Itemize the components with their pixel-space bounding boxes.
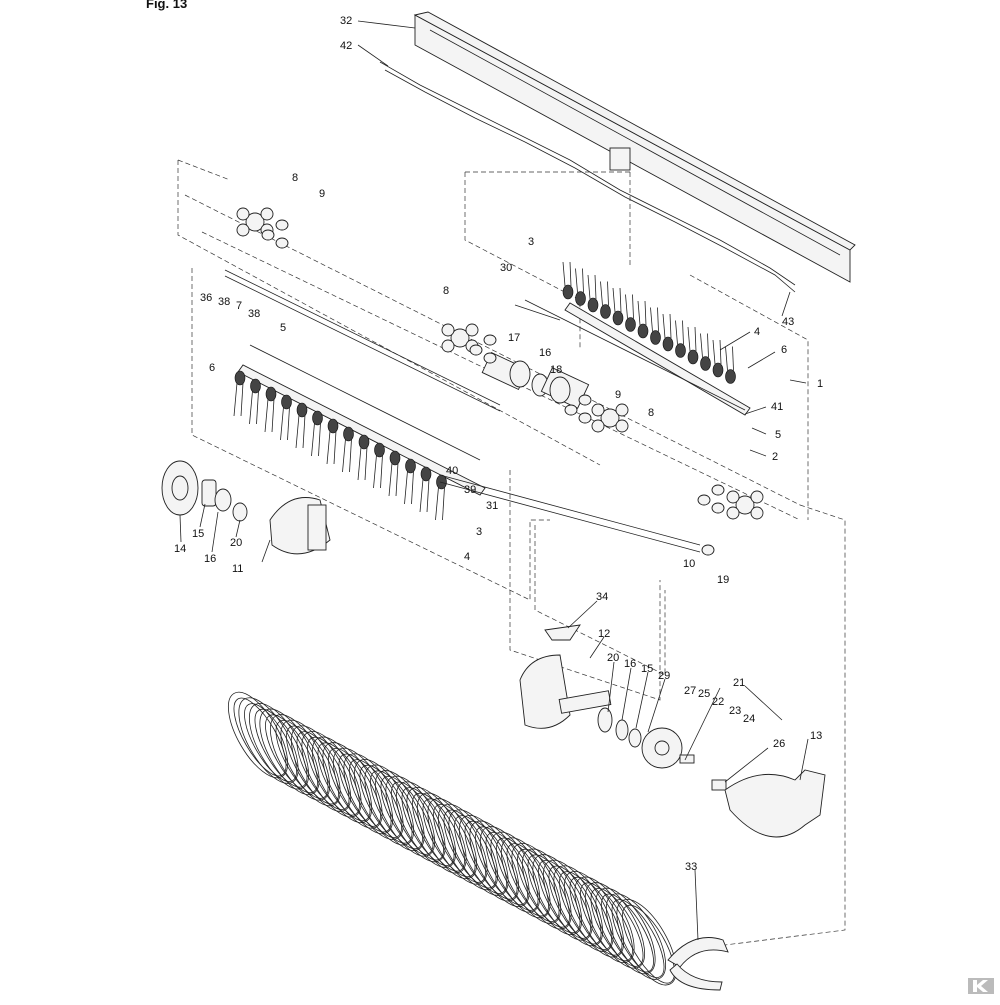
callout-8b: 8 bbox=[443, 285, 449, 297]
guard-segment-33 bbox=[667, 937, 729, 991]
callout-31: 31 bbox=[486, 500, 498, 512]
callout-8a: 8 bbox=[292, 172, 298, 184]
top-rail-assembly bbox=[379, 11, 856, 293]
roller-groups bbox=[236, 207, 764, 520]
callout-1: 1 bbox=[817, 378, 823, 390]
callout-9b: 9 bbox=[615, 389, 621, 401]
callout-3a: 3 bbox=[528, 236, 534, 248]
callout-7: 7 bbox=[236, 300, 242, 312]
callout-38b: 38 bbox=[248, 308, 260, 320]
callout-labels: 32 42 8 9 3 30 8 43 36 38 7 38 5 17 16 4… bbox=[174, 15, 823, 873]
callout-15b: 15 bbox=[641, 663, 653, 675]
callout-20a: 20 bbox=[230, 537, 242, 549]
callout-2: 2 bbox=[772, 451, 778, 463]
callout-41: 41 bbox=[771, 401, 783, 413]
right-tine-bar bbox=[524, 299, 751, 416]
callout-13: 13 bbox=[810, 730, 822, 742]
callout-6a: 6 bbox=[209, 362, 215, 374]
left-tine-bar bbox=[224, 269, 501, 496]
callout-34: 34 bbox=[596, 591, 608, 603]
callout-27: 27 bbox=[684, 685, 696, 697]
centre-shaft-parts bbox=[481, 304, 590, 409]
callout-15a: 15 bbox=[192, 528, 204, 540]
callout-30: 30 bbox=[500, 262, 512, 274]
callout-20b: 20 bbox=[607, 652, 619, 664]
callout-29: 29 bbox=[658, 670, 670, 682]
callout-5b: 5 bbox=[775, 429, 781, 441]
callout-4a: 4 bbox=[754, 326, 760, 338]
callout-3b: 3 bbox=[476, 526, 482, 538]
spiral-guard bbox=[228, 691, 677, 986]
shaft-10 bbox=[439, 474, 715, 556]
callout-33: 33 bbox=[685, 861, 697, 873]
callout-12: 12 bbox=[598, 628, 610, 640]
callout-18: 18 bbox=[550, 364, 562, 376]
callout-10: 10 bbox=[683, 558, 695, 570]
callout-16a: 16 bbox=[539, 347, 551, 359]
figure-title: Fig. 13 bbox=[146, 0, 188, 11]
callout-43: 43 bbox=[782, 316, 794, 328]
leader-lines bbox=[179, 20, 809, 941]
callout-39: 39 bbox=[464, 484, 476, 496]
callout-40: 40 bbox=[446, 465, 458, 477]
callout-6b: 6 bbox=[781, 344, 787, 356]
callout-11: 11 bbox=[232, 563, 243, 575]
callout-4b: 4 bbox=[464, 551, 470, 563]
brand-logo bbox=[968, 978, 994, 994]
left-tines bbox=[233, 370, 447, 521]
callout-22: 22 bbox=[712, 696, 724, 708]
callout-25: 25 bbox=[698, 688, 710, 700]
assembly-outlines bbox=[177, 159, 846, 946]
callout-9a: 9 bbox=[319, 188, 325, 200]
callout-24: 24 bbox=[743, 713, 755, 725]
right-tines bbox=[562, 261, 736, 384]
right-drive-assembly bbox=[519, 624, 826, 838]
left-side-parts bbox=[161, 460, 331, 555]
callout-32: 32 bbox=[340, 15, 352, 27]
callout-21: 21 bbox=[733, 677, 745, 689]
callout-26: 26 bbox=[773, 738, 785, 750]
callout-38a: 38 bbox=[218, 296, 230, 308]
callout-42: 42 bbox=[340, 40, 352, 52]
callout-8c: 8 bbox=[648, 407, 654, 419]
callout-36: 36 bbox=[200, 292, 212, 304]
callout-14: 14 bbox=[174, 543, 186, 555]
callout-16c: 16 bbox=[624, 658, 636, 670]
callout-17: 17 bbox=[508, 332, 520, 344]
callout-5a: 5 bbox=[280, 322, 286, 334]
callout-19: 19 bbox=[717, 574, 729, 586]
callout-23: 23 bbox=[729, 705, 741, 717]
callout-16b: 16 bbox=[204, 553, 216, 565]
